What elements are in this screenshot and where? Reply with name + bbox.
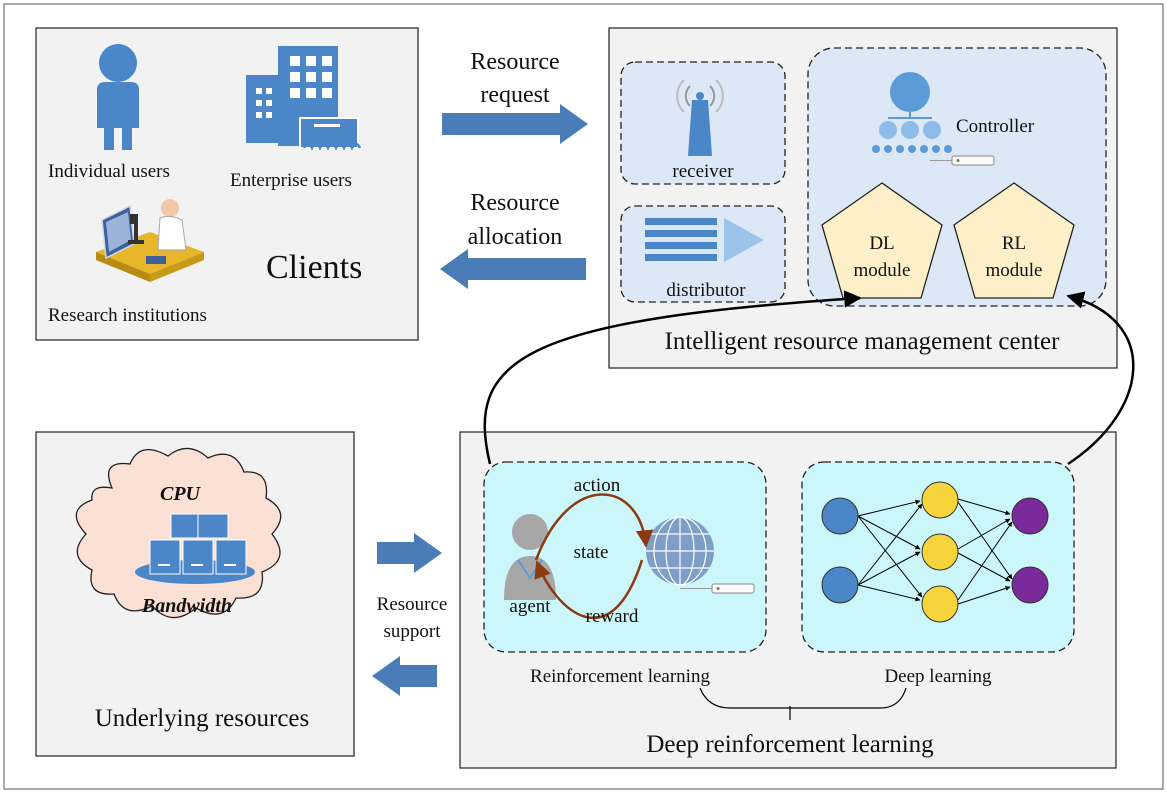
hidden-node [921,481,959,519]
clients-panel: Individual users Enterprise users [35,27,419,341]
individual-user-icon [97,44,139,150]
controller-device-icon [930,155,995,166]
agent-label: agent [509,596,551,617]
input-node [821,497,859,535]
resource-support-line2: support [384,621,442,642]
resource-support-left-arrow [372,656,437,696]
resource-support-group: Resource support [372,533,447,696]
research-scientist-icon [96,199,204,282]
management-center-panel: receiver distributor [608,27,1118,369]
resource-allocation-line2: allocation [468,224,563,250]
resource-request-arrow [442,104,588,144]
hidden-node [921,533,959,571]
resource-support-right-arrow [377,533,442,573]
state-reward-arrow [534,559,644,620]
action-arrow [534,493,654,561]
management-center-title: Intelligent resource management center [665,328,1061,355]
dl-module-line2: module [854,260,911,281]
hidden-node [921,585,959,623]
clients-title: Clients [266,249,362,286]
resource-allocation-line1: Resource [470,190,559,216]
state-label: state [574,542,609,563]
underlying-resources-title: Underlying resources [95,705,310,732]
rl-module-pentagon [953,182,1075,299]
input-node [821,566,859,604]
action-label: action [574,475,621,496]
resource-request-line2: request [480,82,550,108]
rl-to-dl-module-arrow [483,290,862,465]
rl-module-line1: RL [1002,233,1026,254]
dl-module-line1: DL [869,233,894,254]
deep-learning-label: Deep learning [884,666,992,687]
resource-request-group: Resource request [442,49,588,144]
environment-device-icon [680,583,755,594]
rl-module-line2: module [986,260,1043,281]
research-institutions-label: Research institutions [48,305,207,326]
reward-label: reward [586,606,639,627]
resource-request-line1: Resource [470,49,559,75]
combine-bracket [699,687,907,709]
server-cluster-icon [135,513,255,584]
globe-icon [646,516,714,586]
distributor-icon [645,218,764,262]
dl-module-pentagon [821,182,943,299]
output-node [1011,566,1049,604]
drl-panel: action state agent reward [459,431,1117,769]
receiver-label: receiver [672,161,734,182]
neural-network-edges [857,498,1013,605]
underlying-resources-panel: CPU Bandwidth Underlying resources [35,431,355,757]
resource-allocation-arrow [440,249,586,289]
antenna-icon [676,79,724,156]
cpu-label: CPU [160,483,202,505]
drl-title: Deep reinforcement learning [646,731,934,758]
resource-support-line1: Resource [377,594,448,615]
enterprise-users-label: Enterprise users [230,170,352,191]
dl-to-rl-module-arrow [1066,291,1135,466]
output-node [1011,497,1049,535]
controller-label: Controller [956,116,1035,137]
neural-network-nodes [821,481,1049,623]
individual-users-label: Individual users [48,161,170,182]
enterprise-building-icon [246,46,362,151]
reinforcement-learning-label: Reinforcement learning [530,666,710,687]
rl-box [483,461,767,653]
distributor-label: distributor [666,280,746,301]
controller-hierarchy-icon [872,72,952,153]
resource-allocation-group: Resource allocation [440,190,586,289]
bandwidth-label: Bandwidth [141,595,232,617]
